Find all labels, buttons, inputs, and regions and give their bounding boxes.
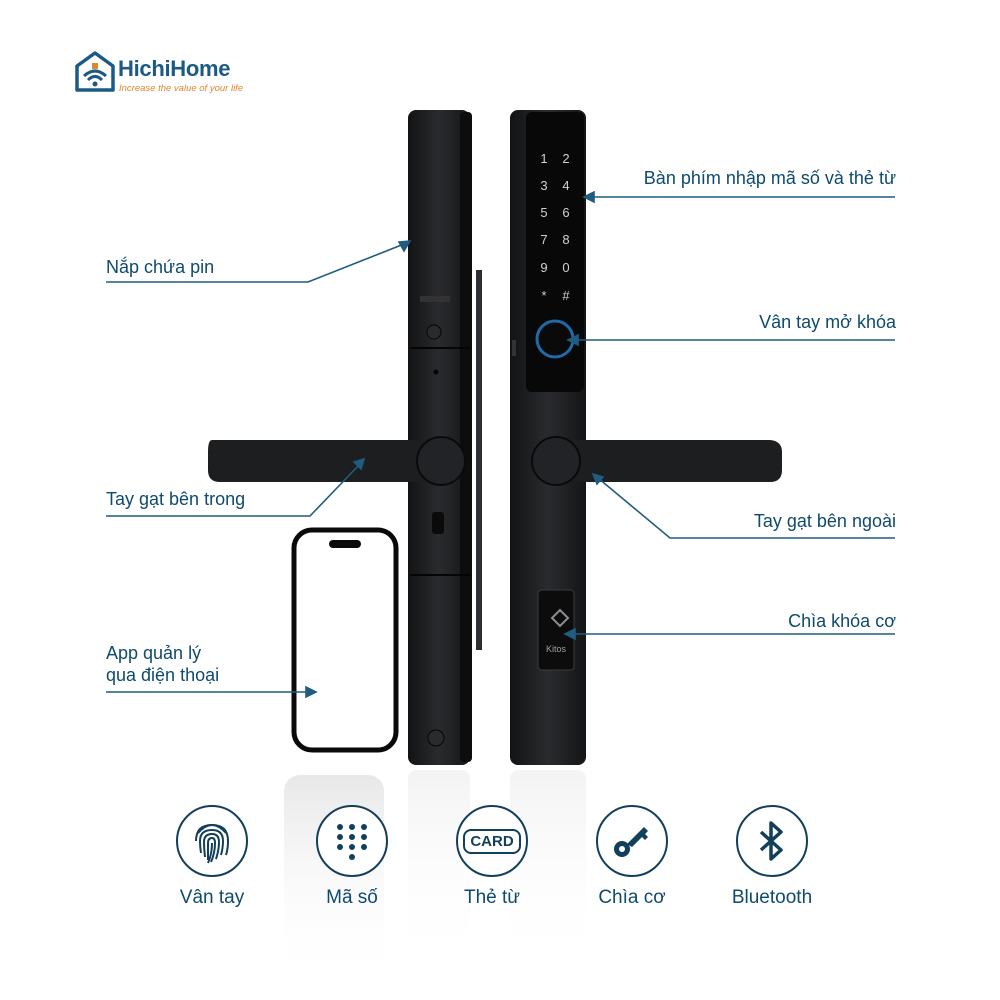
callout-outer-handle: Tay gạt bên ngoài — [753, 511, 896, 531]
inner-handle — [208, 436, 466, 486]
card-icon: CARD — [456, 805, 528, 877]
feature-key: Chìa cơ — [577, 805, 687, 909]
feature-label: Chìa cơ — [598, 887, 666, 908]
keypad-key: 6 — [562, 205, 569, 220]
keypad-dots-icon — [316, 805, 388, 877]
feature-label: Vân tay — [179, 887, 245, 908]
callout-app-line1: App quản lý — [106, 643, 202, 663]
brand-logo: HichiHome Increase the value of your lif… — [74, 50, 264, 100]
device-brand: Kitos — [546, 644, 567, 654]
callout-battery: Nắp chứa pin — [106, 257, 215, 277]
outer-reflection — [510, 770, 586, 970]
keypad-key: * — [541, 288, 546, 303]
feature-bluetooth: Bluetooth — [717, 805, 827, 909]
callout-keypad: Bàn phím nhập mã số và thẻ từ — [643, 168, 896, 188]
feature-fingerprint: Vân tay — [157, 805, 267, 909]
keypad-key: 5 — [540, 205, 547, 220]
feature-label: Thẻ từ — [463, 887, 521, 908]
keypad-key: 4 — [562, 178, 569, 193]
bluetooth-icon — [736, 805, 808, 877]
keypad-key: 7 — [540, 232, 547, 247]
outer-handle — [531, 436, 782, 486]
keypad-key: # — [562, 288, 570, 303]
phone-outline — [291, 527, 399, 753]
feature-card: CARD Thẻ từ — [437, 805, 547, 909]
callout-mechanical-key: Chìa khóa cơ — [788, 611, 896, 631]
fingerprint-icon — [176, 805, 248, 877]
keypad-key: 1 — [540, 151, 547, 166]
card-badge: CARD — [463, 828, 521, 854]
keypad-key: 3 — [540, 178, 547, 193]
brand-tagline: Increase the value of your life — [119, 83, 244, 94]
callout-inner-handle: Tay gạt bên trong — [106, 489, 246, 509]
keypad-key: 8 — [562, 232, 569, 247]
callout-app-line2: qua điện thoại — [106, 665, 220, 685]
house-wifi-icon — [75, 51, 115, 92]
feature-label: Bluetooth — [731, 887, 813, 908]
keypad-key: 0 — [562, 260, 569, 275]
feature-passcode: Mã số — [297, 805, 407, 909]
feature-label: Mã số — [326, 887, 378, 908]
callout-fingerprint: Vân tay mở khóa — [759, 312, 896, 332]
inner-reflection — [408, 770, 470, 970]
keypad-key: 2 — [562, 151, 569, 166]
brand-name: HichiHome — [118, 56, 231, 81]
keypad-key: 9 — [540, 260, 547, 275]
key-icon — [596, 805, 668, 877]
